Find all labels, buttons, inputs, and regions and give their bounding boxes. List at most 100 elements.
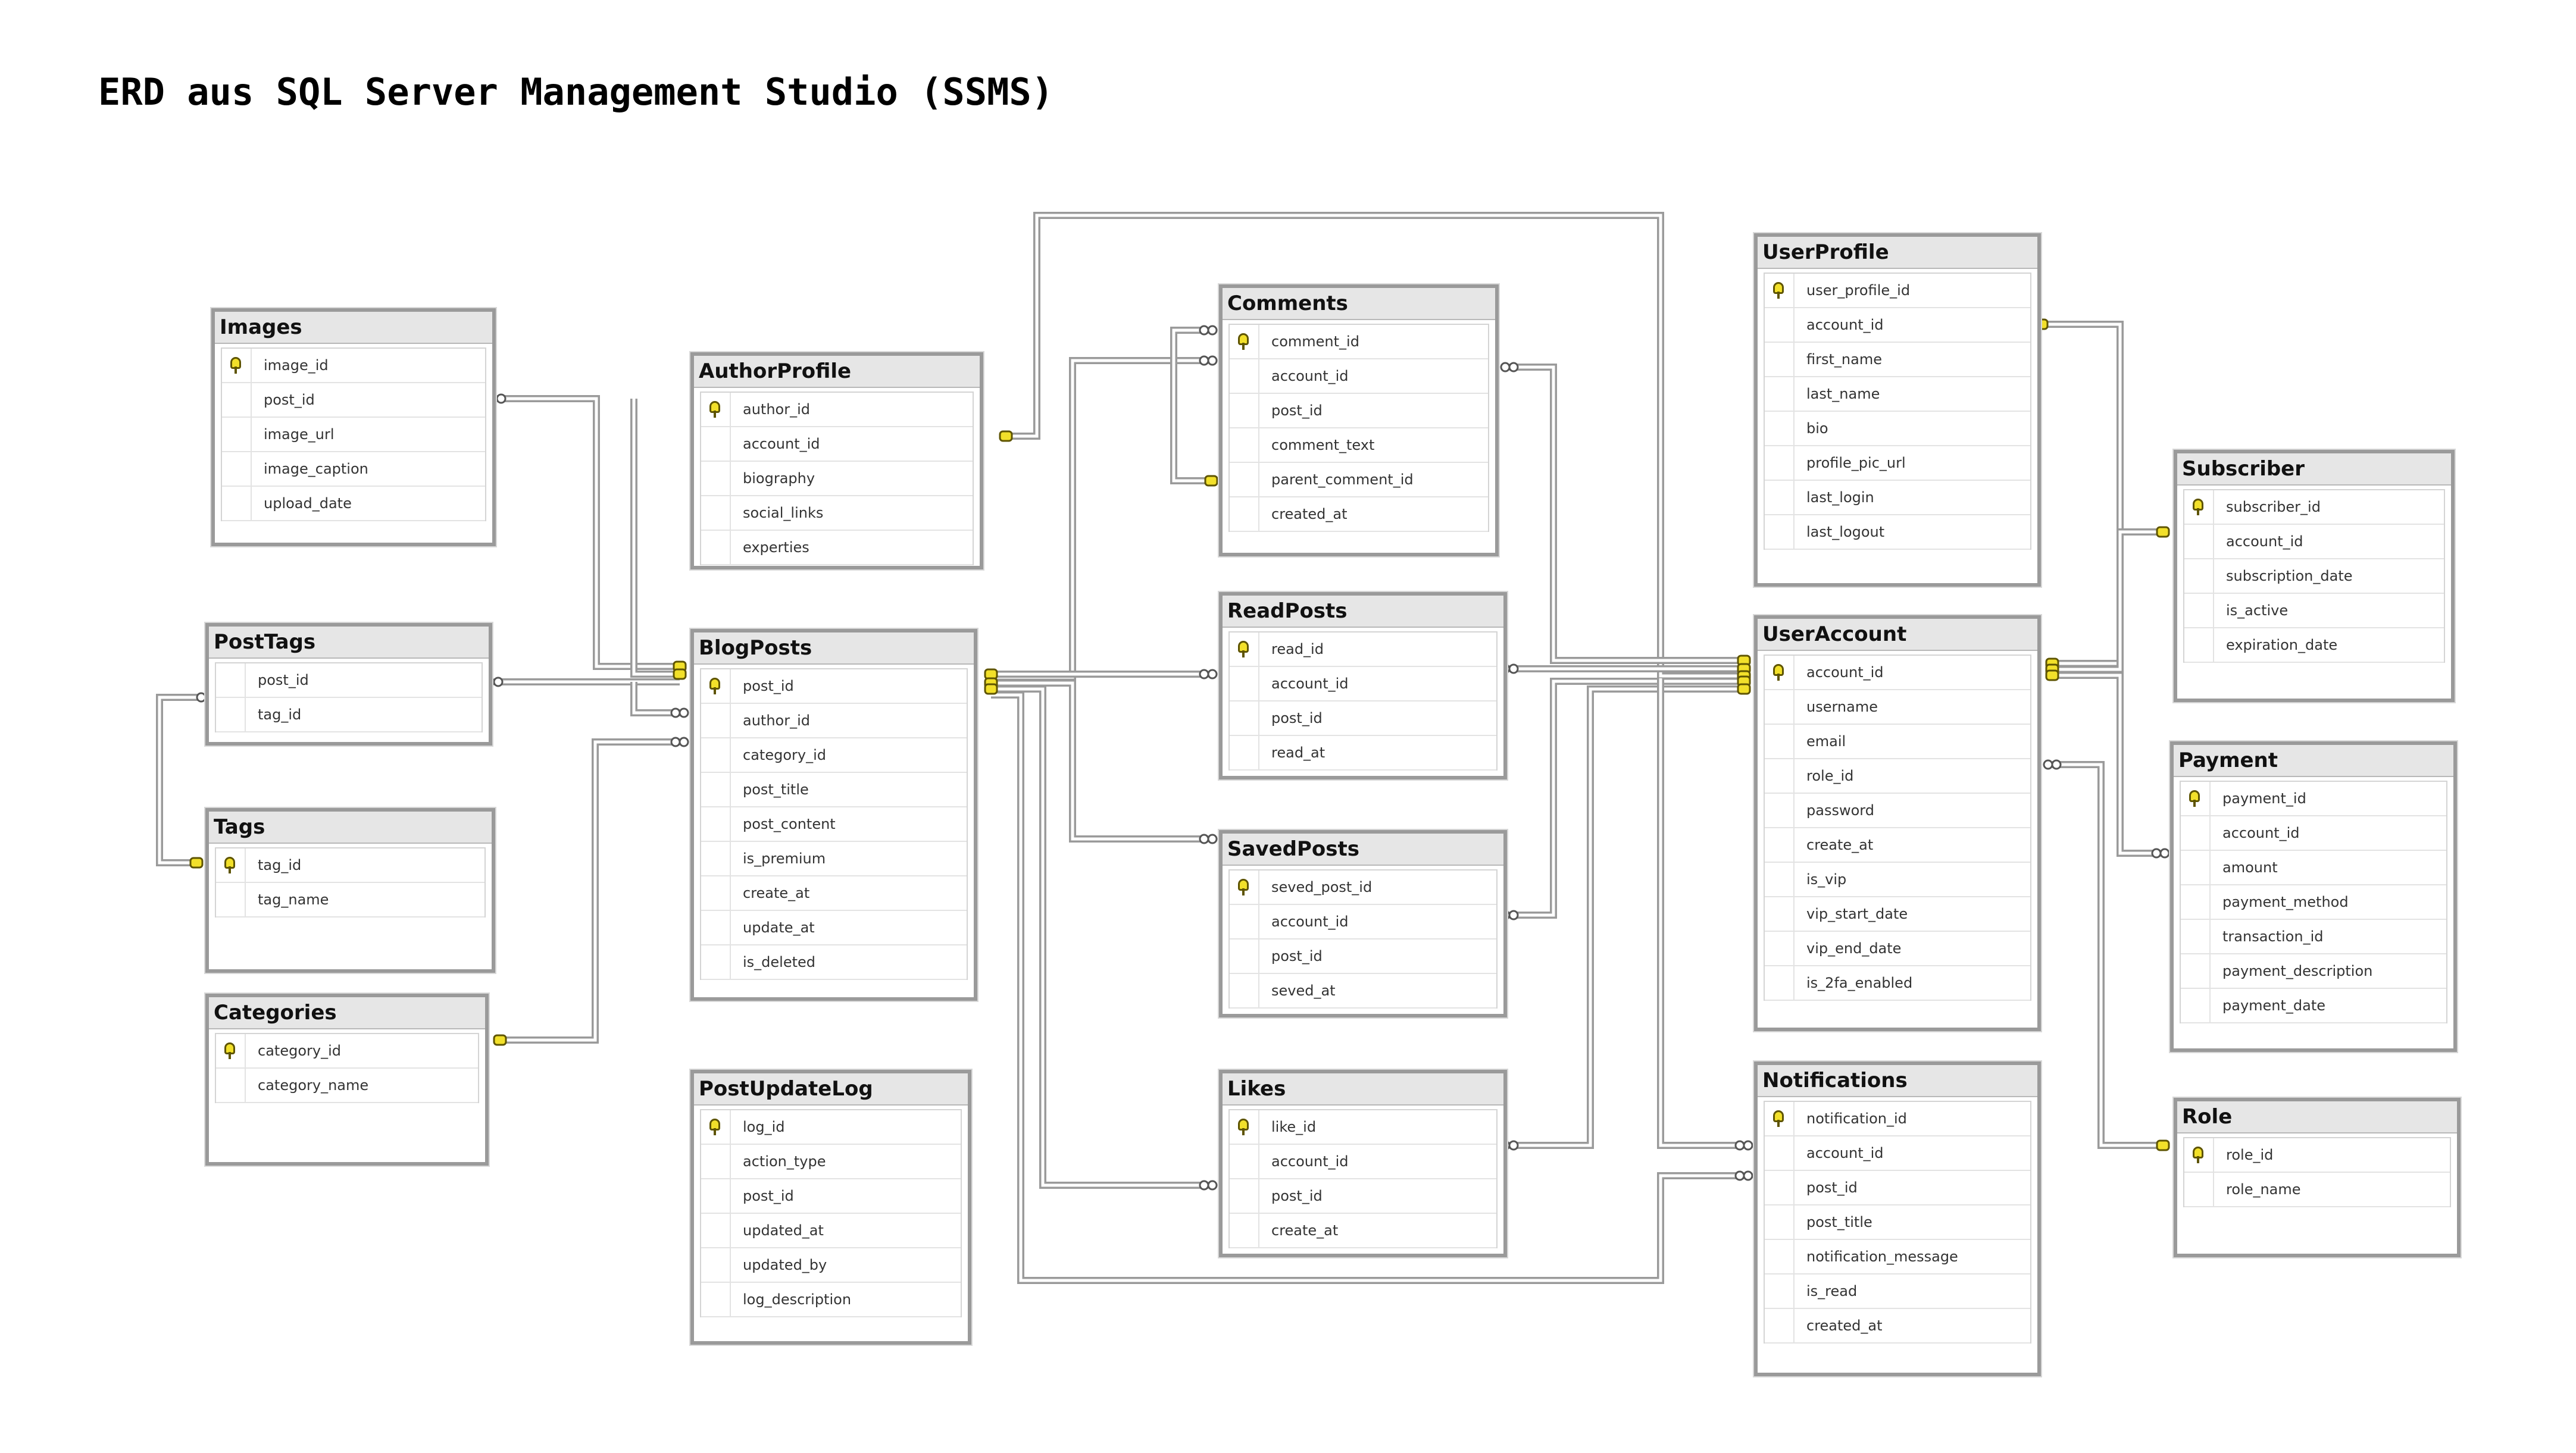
- column-row[interactable]: tag_id: [216, 698, 482, 732]
- column-row[interactable]: upload_date: [222, 487, 485, 521]
- column-row[interactable]: parent_comment_id: [1230, 463, 1488, 497]
- column-row[interactable]: account_id: [1230, 905, 1496, 940]
- column-row[interactable]: account_id: [1765, 656, 2030, 690]
- column-row[interactable]: post_id: [701, 1179, 961, 1214]
- column-row[interactable]: payment_date: [2181, 989, 2446, 1023]
- column-row[interactable]: author_id: [701, 393, 973, 427]
- column-row[interactable]: transaction_id: [2181, 920, 2446, 954]
- column-row[interactable]: category_id: [701, 738, 967, 773]
- column-row[interactable]: action_type: [701, 1145, 961, 1179]
- column-row[interactable]: create_at: [701, 876, 967, 911]
- column-row[interactable]: account_id: [1765, 1136, 2030, 1171]
- column-row[interactable]: expiration_date: [2184, 628, 2444, 663]
- column-row[interactable]: bio: [1765, 412, 2030, 446]
- column-row[interactable]: account_id: [1230, 1145, 1496, 1179]
- column-row[interactable]: post_id: [1230, 940, 1496, 974]
- column-row[interactable]: post_title: [701, 773, 967, 807]
- column-row[interactable]: created_at: [1230, 497, 1488, 532]
- column-row[interactable]: post_id: [216, 663, 482, 698]
- column-row[interactable]: post_title: [1765, 1205, 2030, 1240]
- column-row[interactable]: author_id: [701, 704, 967, 738]
- column-row[interactable]: subscriber_id: [2184, 490, 2444, 525]
- column-row[interactable]: notification_message: [1765, 1240, 2030, 1274]
- column-row[interactable]: updated_at: [701, 1214, 961, 1248]
- column-row[interactable]: post_content: [701, 807, 967, 842]
- column-row[interactable]: payment_method: [2181, 885, 2446, 920]
- column-row[interactable]: seved_post_id: [1230, 870, 1496, 905]
- column-row[interactable]: comment_id: [1230, 325, 1488, 359]
- column-row[interactable]: account_id: [2181, 816, 2446, 851]
- column-row[interactable]: amount: [2181, 851, 2446, 885]
- column-row[interactable]: role_name: [2184, 1173, 2450, 1207]
- column-row[interactable]: log_id: [701, 1110, 961, 1145]
- column-row[interactable]: account_id: [1765, 308, 2030, 343]
- column-row[interactable]: post_id: [1230, 394, 1488, 428]
- column-row[interactable]: image_url: [222, 418, 485, 452]
- column-row[interactable]: log_description: [701, 1283, 961, 1317]
- column-row[interactable]: create_at: [1230, 1214, 1496, 1248]
- column-row[interactable]: image_caption: [222, 452, 485, 487]
- column-row[interactable]: username: [1765, 690, 2030, 725]
- column-row[interactable]: is_active: [2184, 594, 2444, 628]
- column-row[interactable]: subscription_date: [2184, 559, 2444, 594]
- column-row[interactable]: payment_id: [2181, 782, 2446, 816]
- column-row[interactable]: is_vip: [1765, 863, 2030, 897]
- column-row[interactable]: vip_end_date: [1765, 932, 2030, 966]
- column-row[interactable]: updated_by: [701, 1248, 961, 1283]
- column-row[interactable]: comment_text: [1230, 428, 1488, 463]
- column-row[interactable]: email: [1765, 725, 2030, 759]
- column-row[interactable]: image_id: [222, 349, 485, 383]
- column-row[interactable]: created_at: [1765, 1309, 2030, 1344]
- column-row[interactable]: role_id: [1765, 759, 2030, 794]
- column-row[interactable]: post_id: [701, 669, 967, 704]
- column-row[interactable]: vip_start_date: [1765, 897, 2030, 932]
- column-row[interactable]: last_name: [1765, 377, 2030, 412]
- column-row[interactable]: like_id: [1230, 1110, 1496, 1145]
- column-row[interactable]: account_id: [2184, 525, 2444, 559]
- column-row[interactable]: account_id: [1230, 359, 1488, 394]
- column-row[interactable]: category_name: [216, 1069, 478, 1103]
- column-row[interactable]: category_id: [216, 1034, 478, 1069]
- column-row[interactable]: read_at: [1230, 736, 1496, 771]
- column-row[interactable]: read_id: [1230, 632, 1496, 667]
- column-row[interactable]: account_id: [701, 427, 973, 462]
- column-row[interactable]: tag_id: [216, 848, 484, 883]
- column-row[interactable]: social_links: [701, 496, 973, 531]
- column-row[interactable]: tag_name: [216, 883, 484, 917]
- column-row[interactable]: is_2fa_enabled: [1765, 966, 2030, 1001]
- column-row[interactable]: post_id: [1765, 1171, 2030, 1205]
- column-row[interactable]: update_at: [701, 911, 967, 945]
- column-row[interactable]: is_deleted: [701, 945, 967, 980]
- column-row[interactable]: create_at: [1765, 828, 2030, 863]
- column-row[interactable]: biography: [701, 462, 973, 496]
- column-row[interactable]: is_premium: [701, 842, 967, 876]
- column-row[interactable]: role_id: [2184, 1138, 2450, 1173]
- column-row[interactable]: seved_at: [1230, 974, 1496, 1009]
- column-row[interactable]: last_login: [1765, 481, 2030, 515]
- column-row[interactable]: account_id: [1230, 667, 1496, 702]
- column-row[interactable]: profile_pic_url: [1765, 446, 2030, 481]
- column-row[interactable]: experties: [701, 531, 973, 565]
- column-row[interactable]: post_id: [222, 383, 485, 418]
- column-row[interactable]: first_name: [1765, 343, 2030, 377]
- column-row[interactable]: is_read: [1765, 1274, 2030, 1309]
- column-row[interactable]: post_id: [1230, 1179, 1496, 1214]
- column-row[interactable]: payment_description: [2181, 954, 2446, 989]
- column-row[interactable]: last_logout: [1765, 515, 2030, 550]
- column-row[interactable]: notification_id: [1765, 1102, 2030, 1136]
